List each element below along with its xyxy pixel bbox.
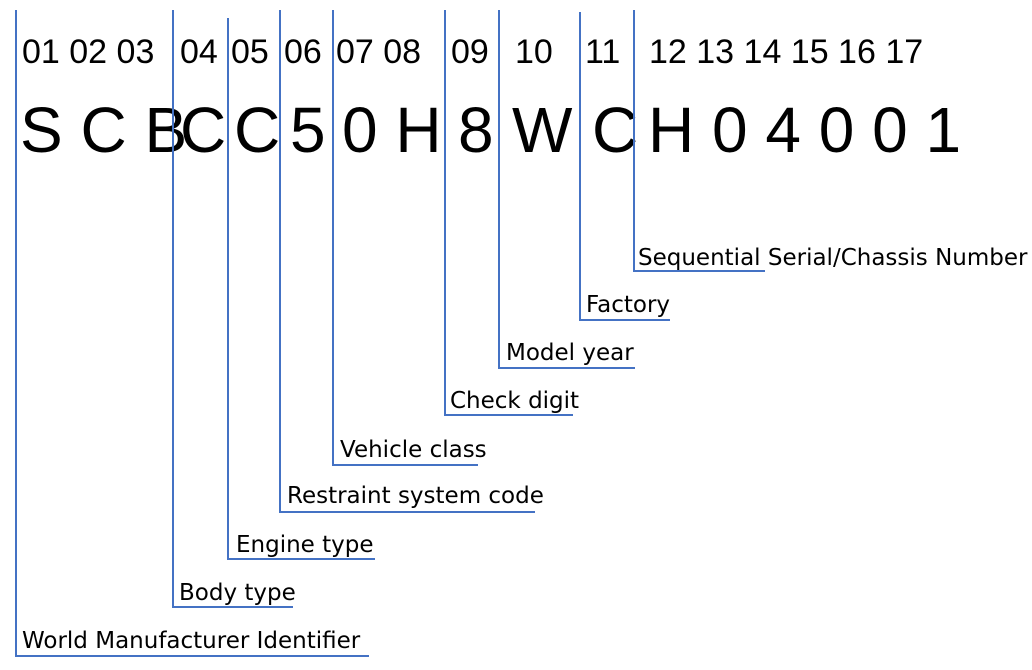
vin-char-11: C	[592, 94, 638, 166]
vin-char-09: 8	[458, 94, 494, 166]
vin-chars-01-03: S C B	[20, 94, 187, 166]
position-label-09: 09	[451, 33, 489, 71]
connector-restraint	[279, 10, 535, 513]
segment-label-serial: Sequential Serial/Chassis Number	[638, 245, 1028, 271]
connector-wmi	[15, 10, 369, 657]
position-label-07-08: 07 08	[336, 33, 421, 71]
vin-chars-07-08: 0 H	[342, 94, 442, 166]
vin-char-10: W	[512, 94, 573, 166]
vin-chars-12-17: H 0 4 0 0 1	[648, 94, 961, 166]
position-label-12-17: 12 13 14 15 16 17	[649, 33, 923, 71]
vin-char-04: C	[180, 94, 226, 166]
position-label-04: 04	[180, 33, 218, 71]
connector-engine-type	[227, 18, 375, 560]
position-label-11: 11	[585, 33, 620, 71]
connector-factory	[579, 12, 670, 321]
position-label-06: 06	[284, 33, 322, 71]
connector-body-type	[172, 10, 293, 608]
connector-model-year	[498, 10, 635, 369]
segment-label-restraint: Restraint system code	[287, 483, 544, 509]
segment-label-model-year: Model year	[506, 340, 634, 366]
position-label-10: 10	[515, 33, 553, 71]
segment-label-check-digit: Check digit	[450, 388, 579, 414]
segment-label-wmi: World Manufacturer Identifier	[22, 628, 361, 654]
connector-check-digit	[444, 10, 573, 416]
vin-char-05: C	[234, 94, 280, 166]
position-label-01-03: 01 02 03	[22, 33, 154, 71]
connector-serial	[633, 10, 765, 272]
vin-char-06: 5	[290, 94, 326, 166]
segment-label-engine-type: Engine type	[236, 532, 374, 558]
segment-label-body-type: Body type	[179, 580, 296, 606]
connector-vehicle-class	[332, 10, 478, 466]
segment-label-vehicle-class: Vehicle class	[340, 437, 487, 463]
segment-label-factory: Factory	[586, 292, 670, 318]
position-label-05: 05	[231, 33, 269, 71]
